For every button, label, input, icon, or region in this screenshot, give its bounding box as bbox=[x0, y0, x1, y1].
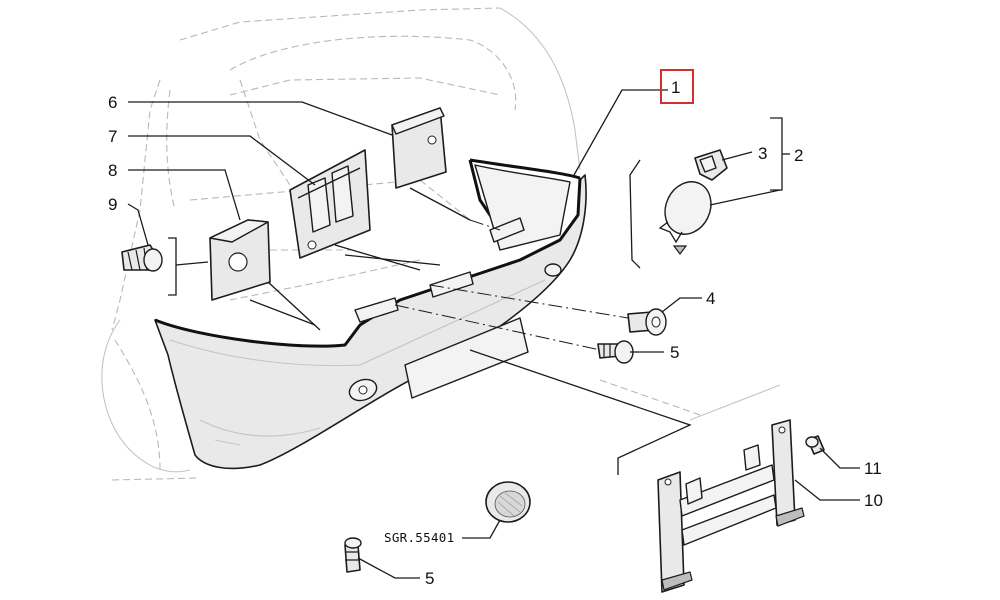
part-5-screw-lower bbox=[344, 537, 362, 573]
part-3-cover-clip bbox=[694, 149, 728, 181]
leader-lines bbox=[127, 89, 860, 579]
part-code-label: SGR.55401 bbox=[384, 530, 454, 545]
callout-9: 9 bbox=[108, 195, 117, 214]
assembly-axis-lines bbox=[394, 219, 629, 351]
part-4-bolt bbox=[627, 308, 667, 336]
part-10-support-frame bbox=[657, 419, 805, 593]
callout-10: 10 bbox=[864, 491, 883, 510]
callout-5-upper: 5 bbox=[670, 343, 679, 362]
callout-2: 2 bbox=[794, 146, 803, 165]
reflector-plug-sgr55401 bbox=[485, 481, 531, 523]
callout-5-lower: 5 bbox=[425, 569, 434, 588]
callout-3: 3 bbox=[758, 144, 767, 163]
part-6-bracket bbox=[391, 107, 447, 189]
rear-bumper bbox=[154, 158, 587, 470]
callout-8: 8 bbox=[108, 161, 117, 180]
part-2-tow-hook-cover bbox=[658, 181, 712, 255]
callout-11: 11 bbox=[864, 459, 882, 478]
part-8-side-bracket bbox=[209, 219, 271, 301]
car-body-ghost-outline bbox=[101, 7, 781, 481]
callout-7: 7 bbox=[108, 127, 117, 146]
part-7-guide-bracket bbox=[289, 149, 371, 259]
part-9-push-clip bbox=[121, 244, 163, 272]
part-11-nut bbox=[805, 435, 825, 455]
callout-4: 4 bbox=[706, 289, 715, 308]
part-5-screw-upper bbox=[597, 340, 634, 364]
callout-1-highlight-box bbox=[660, 69, 694, 104]
callout-6: 6 bbox=[108, 93, 117, 112]
callout-1: 1 bbox=[671, 78, 680, 97]
